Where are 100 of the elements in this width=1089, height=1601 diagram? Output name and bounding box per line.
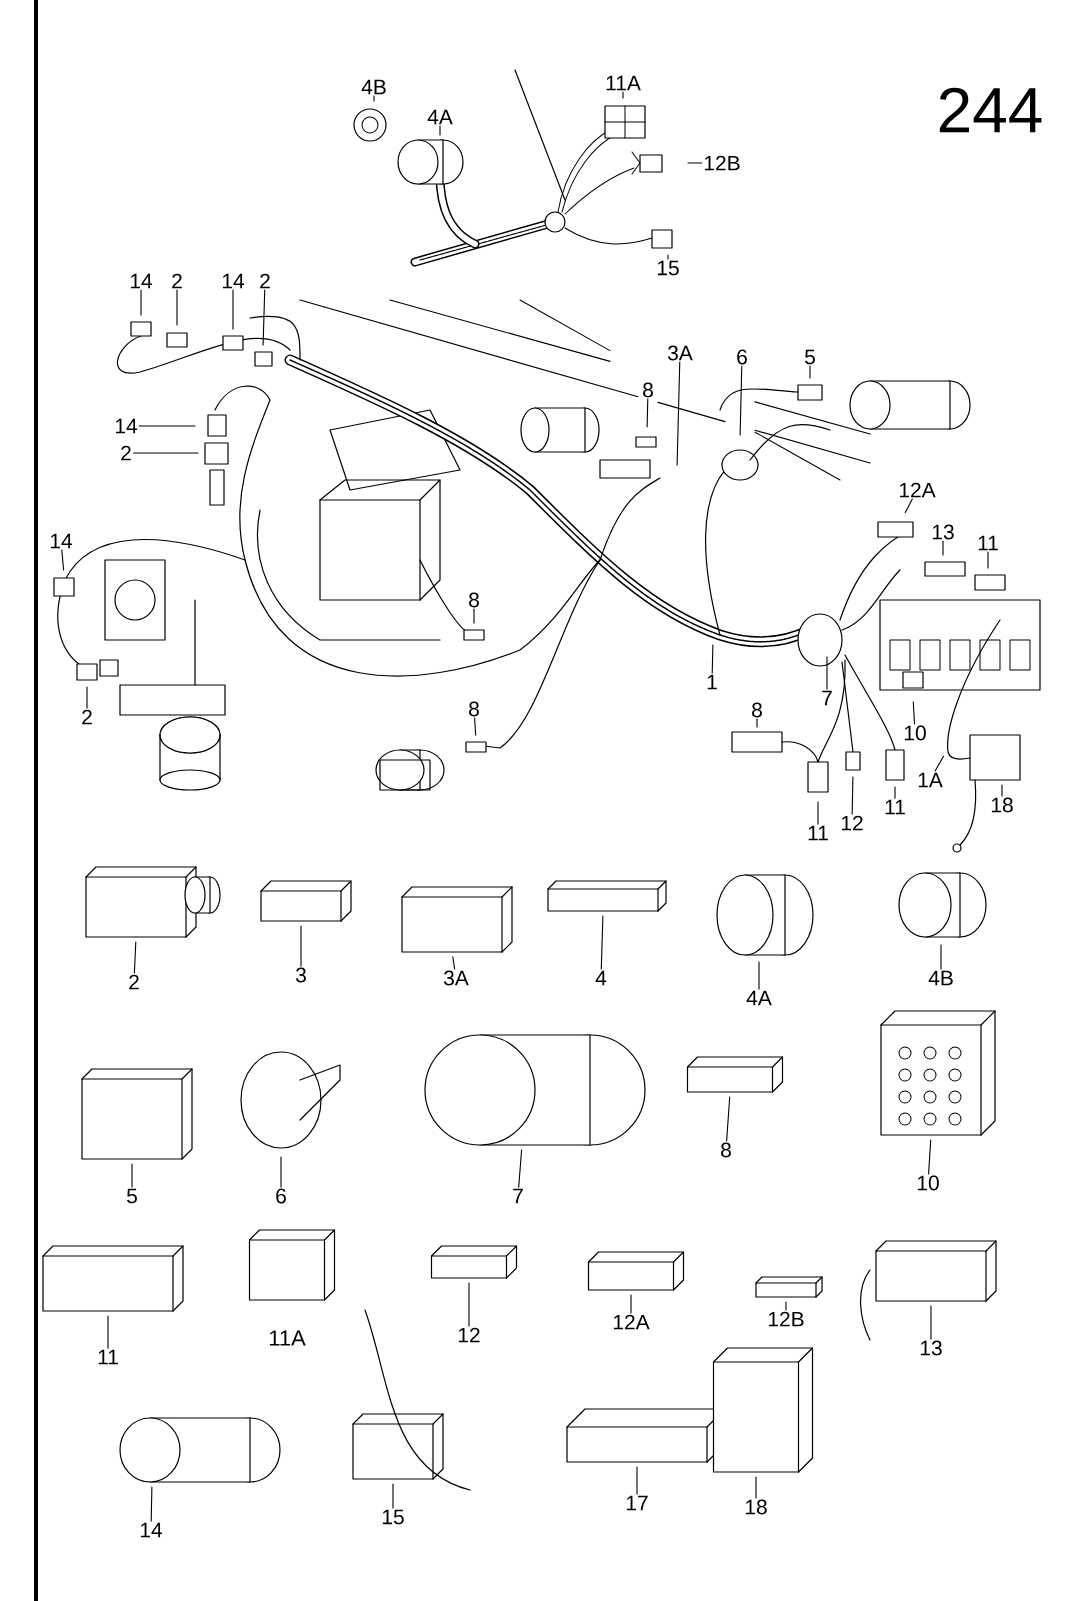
leader-line <box>667 254 669 260</box>
callout-number: 3 <box>295 967 306 983</box>
leader-line <box>622 91 624 99</box>
leader-line <box>630 1294 632 1314</box>
leader-line <box>676 361 681 466</box>
callout-number: 8 <box>752 702 762 718</box>
leader-line <box>176 289 178 326</box>
leader-line <box>912 701 916 725</box>
callout-number: 2 <box>82 709 92 725</box>
callout-number: 3A <box>667 345 693 361</box>
leader-line <box>646 398 649 428</box>
callout-number: 4A <box>427 109 453 125</box>
leader-line <box>140 289 142 316</box>
callout-number: 12B <box>704 155 740 171</box>
leader-line <box>636 1466 638 1495</box>
callout-number: 11 <box>885 799 905 815</box>
leader-line <box>392 1483 394 1509</box>
callout-number: 18 <box>991 797 1013 813</box>
callout-number: 18 <box>745 1499 767 1515</box>
callout-number: 8 <box>643 382 653 398</box>
callout-number: 1 <box>707 674 717 690</box>
leader-line <box>756 718 758 728</box>
leader-line <box>468 1282 470 1327</box>
callout-number: 13 <box>932 524 954 540</box>
leader-line <box>138 425 196 427</box>
callout-number: 10 <box>917 1175 939 1191</box>
callout-number: 12A <box>613 1314 650 1330</box>
callout-number: 17 <box>626 1495 648 1511</box>
leader-line <box>300 925 302 967</box>
leader-line <box>687 162 703 164</box>
leader-line <box>758 961 760 990</box>
callout-number: 4B <box>361 79 386 95</box>
leader-line <box>473 608 475 624</box>
callout-number: 11 <box>98 1349 118 1365</box>
callout-number: 2 <box>260 273 270 289</box>
callout-number: 7 <box>822 690 832 706</box>
callout-number: 2 <box>172 273 182 289</box>
page-number: 244 <box>939 87 1042 133</box>
callout-number: 12 <box>841 815 863 831</box>
leader-line <box>851 776 854 815</box>
leader-line <box>373 95 375 102</box>
leader-line <box>452 956 456 970</box>
callout-number: 14 <box>50 533 73 549</box>
callout-number: 14 <box>130 273 153 289</box>
leader-line <box>86 686 88 709</box>
leader-line <box>930 1305 932 1340</box>
leader-line <box>61 549 65 571</box>
leader-line <box>942 540 944 556</box>
callout-number: 6 <box>276 1188 286 1204</box>
callout-number: 11 <box>978 535 998 551</box>
callout-number: 1A <box>918 772 943 788</box>
callout-number: 4A <box>746 990 772 1006</box>
leader-line <box>1001 784 1003 797</box>
callout-number: 8 <box>469 701 479 717</box>
callout-number: 5 <box>127 1188 137 1204</box>
callout-number: 11A <box>606 75 641 91</box>
leader-line <box>934 755 945 772</box>
leader-line <box>817 801 819 825</box>
leader-line <box>726 1096 731 1142</box>
callout-number: 4B <box>928 970 953 986</box>
callout-number: 2 <box>129 974 139 990</box>
leader-line <box>439 125 441 136</box>
leader-line <box>785 1301 787 1311</box>
leader-line <box>600 915 604 970</box>
leader-line <box>826 656 828 690</box>
callout-number: 14 <box>140 1522 163 1538</box>
leader-line <box>474 717 477 736</box>
leader-line <box>107 1315 109 1349</box>
leader-line <box>987 551 989 569</box>
callout-number: 8 <box>469 592 479 608</box>
callout-number: 10 <box>904 725 926 741</box>
callout-number: 12B <box>768 1311 804 1327</box>
callout-number: 4 <box>595 970 607 986</box>
callout-number: 2 <box>121 445 131 461</box>
leader-line <box>739 365 743 436</box>
callout-number: 11A <box>269 1330 306 1346</box>
leader-line <box>280 1156 282 1188</box>
leader-line <box>755 1476 757 1499</box>
callout-number: 11 <box>808 825 828 841</box>
leader-line <box>809 365 811 379</box>
callout-number: 14 <box>115 418 138 434</box>
leader-line <box>150 1486 153 1522</box>
leader-line <box>928 1139 932 1175</box>
callout-number: 6 <box>737 349 747 365</box>
callout-number: 8 <box>721 1142 731 1158</box>
callout-number: 7 <box>513 1188 523 1204</box>
leader-line <box>518 1149 523 1188</box>
leader-line <box>131 1163 133 1188</box>
callout-number: 15 <box>657 260 679 276</box>
leader-line <box>262 289 266 346</box>
leader-line <box>904 498 913 514</box>
leader-line <box>133 452 199 454</box>
leader-line <box>133 941 137 974</box>
callout-number: 5 <box>805 349 815 365</box>
callout-number: 12 <box>458 1327 480 1343</box>
leader-line <box>894 786 896 799</box>
leader-line <box>940 944 942 970</box>
callout-number: 3A <box>443 970 469 986</box>
callout-number: 12A <box>899 482 936 498</box>
callout-number: 14 <box>222 273 245 289</box>
